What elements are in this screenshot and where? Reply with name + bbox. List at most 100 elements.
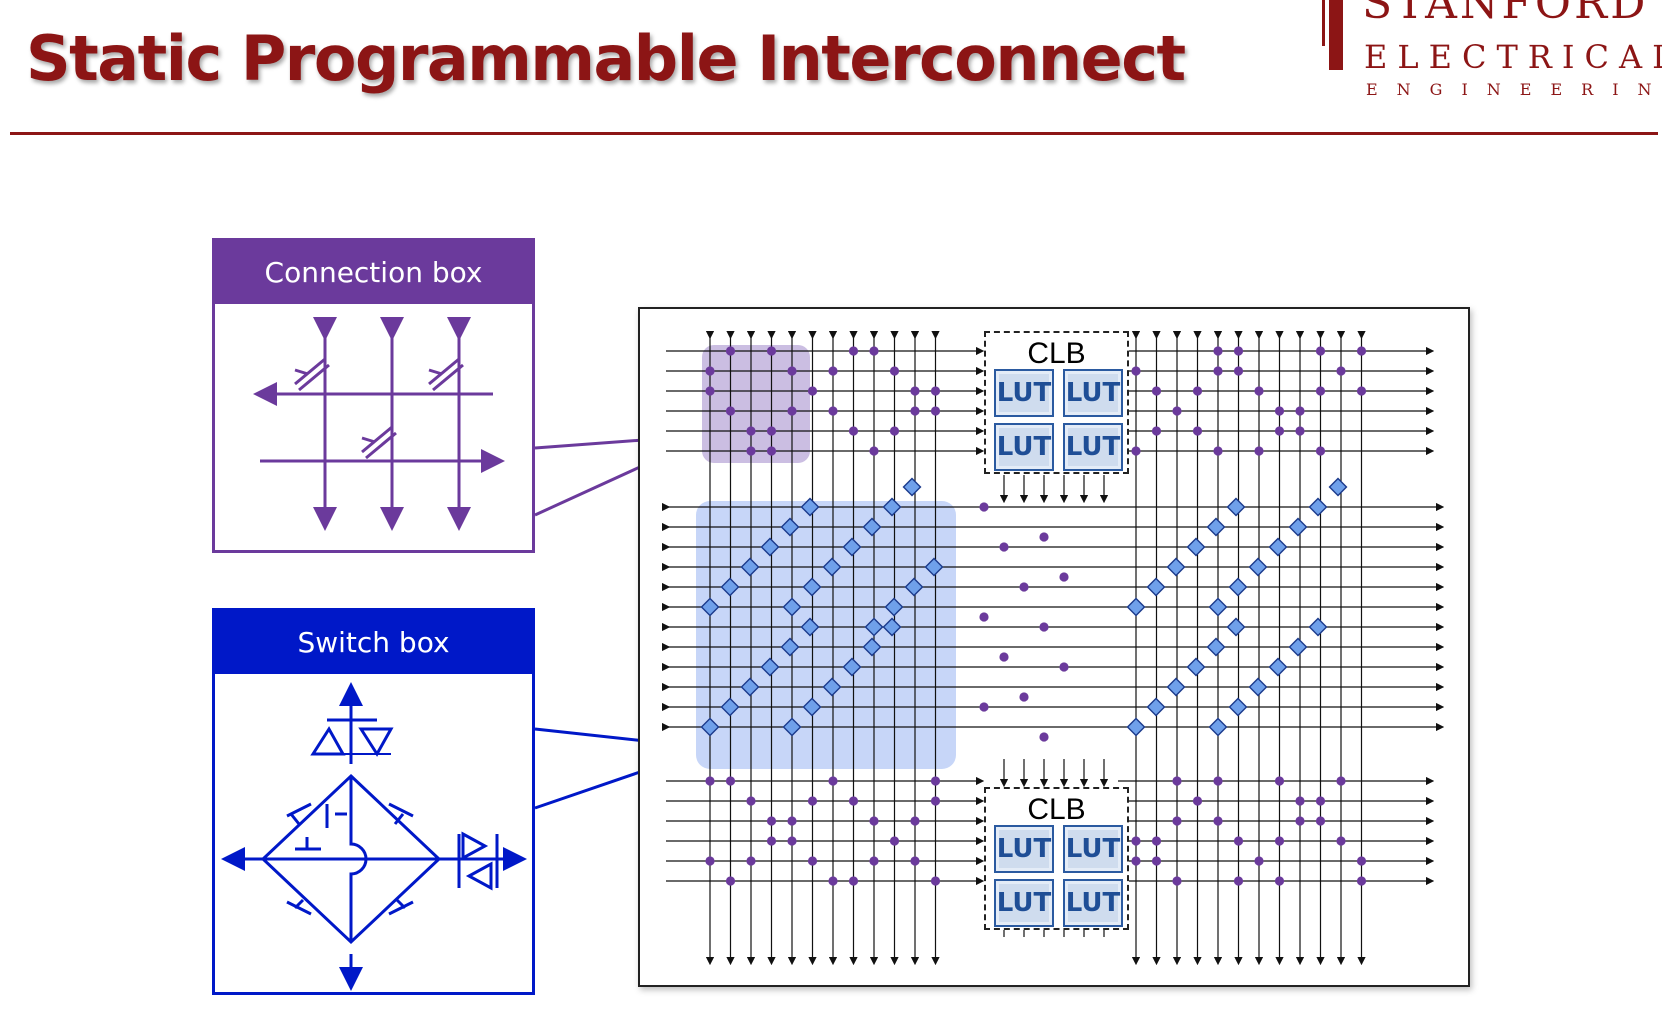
connection-point	[1336, 366, 1346, 376]
connection-point	[910, 406, 920, 416]
connection-point	[1059, 572, 1069, 582]
connection-point	[1295, 816, 1305, 826]
connection-point	[1213, 776, 1223, 786]
switch-point	[800, 497, 820, 517]
interconnect-wires	[661, 330, 1445, 966]
switch-point	[864, 617, 884, 637]
lut-block: LUT	[1063, 825, 1123, 873]
switch-point	[780, 637, 800, 657]
connection-point	[1172, 816, 1182, 826]
switch-point	[720, 577, 740, 597]
connection-point	[1274, 406, 1285, 416]
switch-point	[884, 597, 904, 617]
switch-point	[822, 557, 842, 577]
switch-point	[1208, 597, 1228, 617]
connection-point	[869, 816, 879, 826]
connection-point	[889, 836, 900, 846]
connection-point	[766, 426, 777, 436]
connection-point	[705, 386, 715, 396]
connection-point	[1274, 876, 1285, 886]
switch-point	[1288, 517, 1308, 537]
switch-point	[782, 717, 802, 737]
connection-point	[1019, 692, 1029, 702]
connection-point	[766, 346, 777, 356]
connection-point	[828, 776, 838, 786]
connection-point	[848, 346, 859, 356]
connection-point	[1131, 836, 1141, 846]
lut-block: LUT	[994, 879, 1054, 927]
connection-point	[725, 776, 736, 786]
logo-line-1: STANFORD	[1362, 0, 1649, 29]
connection-point	[746, 446, 756, 456]
lut-block: LUT	[1063, 423, 1123, 471]
switch-point	[842, 657, 862, 677]
switch-point	[1288, 637, 1308, 657]
connection-point	[1315, 446, 1326, 456]
connection-point	[1172, 776, 1182, 786]
switch-point	[1268, 537, 1288, 557]
connection-point	[1233, 876, 1244, 886]
connection-point	[1039, 532, 1049, 542]
connection-point	[1315, 386, 1326, 396]
switch-point	[822, 677, 842, 697]
connection-point	[1192, 426, 1203, 436]
connection-point	[1213, 346, 1223, 356]
switch-point	[1166, 677, 1186, 697]
connection-point	[1254, 386, 1264, 396]
connection-point	[910, 816, 920, 826]
switch-point	[1226, 617, 1246, 637]
connection-point	[1039, 622, 1049, 632]
connection-point	[1151, 426, 1162, 436]
clb-bottom: CLB LUT LUT LUT LUT	[984, 787, 1129, 930]
connection-point	[1213, 446, 1223, 456]
switch-point	[1146, 697, 1166, 717]
connection-point	[930, 406, 941, 416]
connection-point	[828, 876, 838, 886]
connection-point	[1131, 366, 1141, 376]
connection-point	[1274, 426, 1285, 436]
switch-point	[1208, 717, 1228, 737]
connection-point	[766, 446, 777, 456]
connection-point	[725, 406, 736, 416]
connection-point	[848, 876, 859, 886]
connection-point	[828, 366, 838, 376]
connection-point	[930, 776, 941, 786]
connection-point	[1315, 796, 1326, 806]
connection-point	[1019, 582, 1029, 592]
clb-label: CLB	[1027, 793, 1086, 826]
switch-point	[802, 697, 822, 717]
connection-point	[1059, 662, 1069, 672]
connection-point	[1233, 366, 1244, 376]
switch-point	[1226, 497, 1246, 517]
connection-point	[766, 836, 777, 846]
switch-point	[802, 577, 822, 597]
connection-point	[1315, 346, 1326, 356]
switch-point	[904, 577, 924, 597]
connection-point	[1356, 856, 1367, 866]
connection-point	[807, 386, 818, 396]
connection-point	[725, 346, 736, 356]
connection-point	[979, 702, 989, 712]
switch-point	[1126, 717, 1146, 737]
switch-box-highlight	[696, 501, 956, 769]
connection-point	[746, 796, 756, 806]
switch-point	[760, 537, 780, 557]
connection-point	[869, 856, 879, 866]
switch-point	[1206, 637, 1226, 657]
switch-point	[1206, 517, 1226, 537]
switch-point	[1126, 597, 1146, 617]
switch-point	[1308, 497, 1328, 517]
switch-point	[1268, 657, 1288, 677]
connection-point	[1233, 346, 1244, 356]
switch-box-callout: Switch box	[212, 608, 535, 995]
switch-point	[902, 477, 922, 497]
connection-point	[1295, 426, 1305, 436]
connection-point	[705, 776, 715, 786]
switch-point	[740, 677, 760, 697]
switch-point	[924, 557, 944, 577]
logo-line-2: ELECTRICAL	[1364, 38, 1662, 76]
connection-point	[1192, 796, 1203, 806]
connection-point	[1295, 796, 1305, 806]
connection-point	[930, 876, 941, 886]
switch-point	[1146, 577, 1166, 597]
